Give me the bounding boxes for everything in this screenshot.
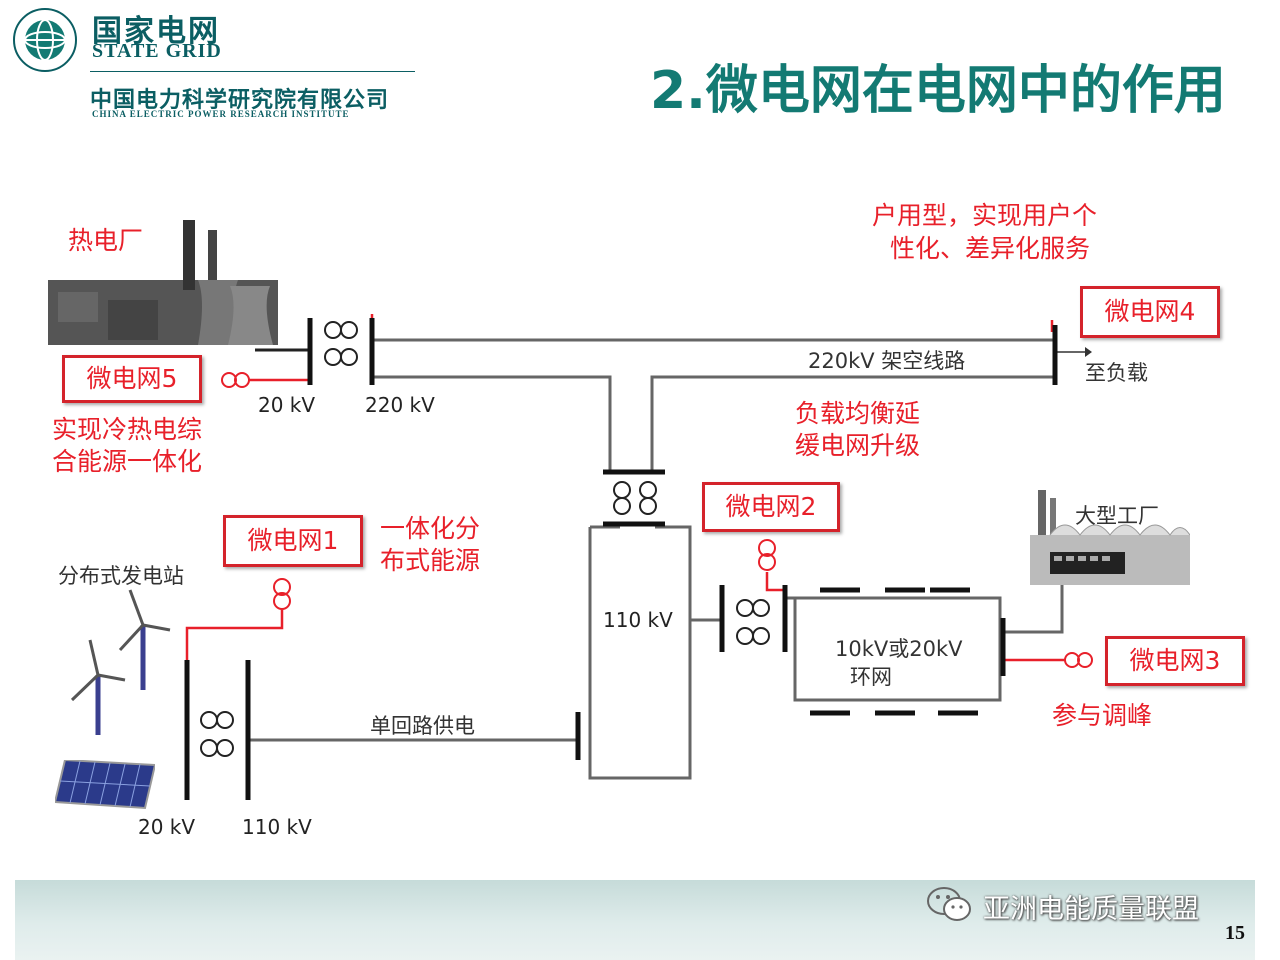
header-divider <box>90 71 415 72</box>
institute-name-en: CHINA ELECTRIC POWER RESEARCH INSTITUTE <box>92 109 350 119</box>
wind-turbine-icon <box>70 589 171 735</box>
voltage-20kv-bottom: 20 kV <box>138 815 196 839</box>
ring-network-line2: 环网 <box>850 665 892 689</box>
factory-icon <box>1030 490 1190 585</box>
mg5-note-line2: 合能源一体化 <box>52 447 203 476</box>
thermal-power-plant-icon <box>48 220 278 345</box>
wechat-icon <box>925 885 975 925</box>
peak-note: 参与调峰 <box>1052 701 1153 730</box>
page-title: 2.微电网在电网中的作用 <box>650 61 1226 121</box>
mg4-note-line2: 性化、差异化服务 <box>890 234 1091 263</box>
line-220kv-label: 220kV 架空线路 <box>808 349 966 373</box>
ring-network-line1: 10kV或20kV <box>835 637 963 661</box>
mg5-note-line1: 实现冷热电综 <box>52 415 203 444</box>
voltage-220kv-top: 220 kV <box>365 393 435 417</box>
thermal-plant-label: 热电厂 <box>68 226 144 255</box>
mg4-note-line1: 户用型，实现用户个 <box>872 201 1098 230</box>
voltage-110kv-mid: 110 kV <box>603 608 673 632</box>
voltage-20kv-top: 20 kV <box>258 393 316 417</box>
mg1-note-line1: 一体化分 <box>380 514 481 543</box>
microgrid-4-box: 微电网4 <box>1080 286 1220 338</box>
wechat-account-name: 亚洲电能质量联盟 <box>983 894 1199 925</box>
page-number: 15 <box>1225 922 1245 944</box>
microgrid-1-box: 微电网1 <box>223 515 363 567</box>
balance-note-line1: 负载均衡延 <box>795 399 921 428</box>
balance-note-line2: 缓电网升级 <box>795 431 921 460</box>
voltage-110kv-bottom: 110 kV <box>242 815 312 839</box>
logo-text-en: STATE GRID <box>92 40 222 62</box>
microgrid-5-box: 微电网5 <box>62 355 202 403</box>
microgrid-2-box: 微电网2 <box>702 482 840 532</box>
big-factory-label: 大型工厂 <box>1075 504 1159 528</box>
microgrid-3-box: 微电网3 <box>1105 636 1245 686</box>
distributed-station-label: 分布式发电站 <box>58 564 184 588</box>
institute-name-cn: 中国电力科学研究院有限公司 <box>90 88 390 113</box>
to-load-label: 至负载 <box>1085 361 1148 385</box>
mg1-note-line2: 布式能源 <box>380 546 481 575</box>
state-grid-logo-icon <box>10 5 80 75</box>
footer-band <box>15 880 1255 960</box>
single-loop-label: 单回路供电 <box>370 714 475 738</box>
solar-panel-icon <box>55 760 155 810</box>
logo-text-cn: 国家电网 <box>92 14 220 49</box>
